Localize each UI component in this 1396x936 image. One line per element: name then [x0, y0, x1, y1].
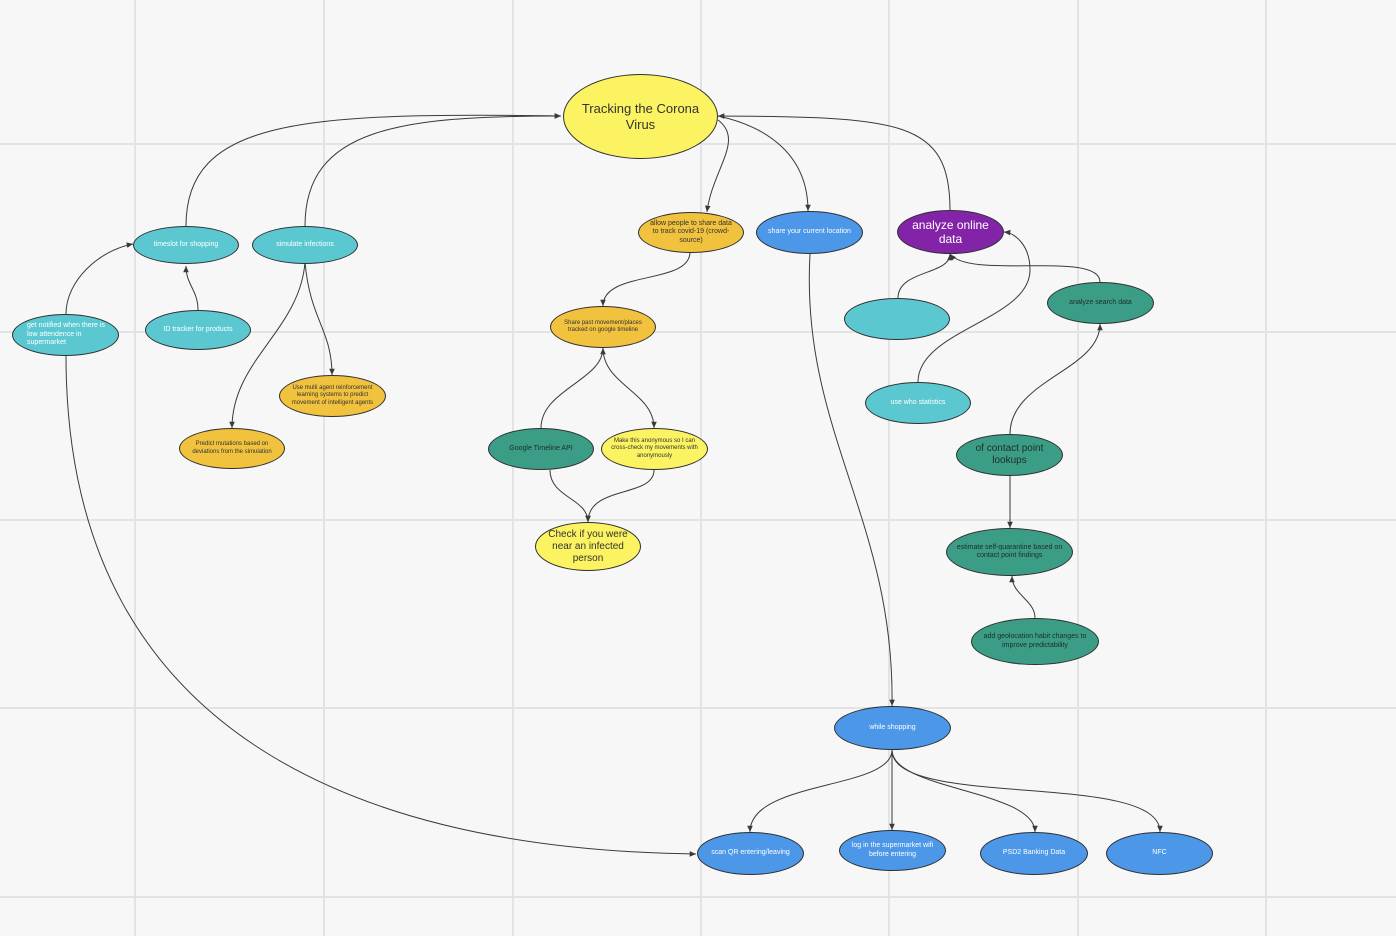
node-predict-mutations[interactable]: Predict mutations based on deviations fr… [179, 428, 285, 469]
edge-share-location-while [808, 253, 895, 707]
node-analyze-search-data[interactable]: analyze search data [1047, 282, 1154, 324]
edge-anonymous-check [585, 469, 655, 523]
node-empty[interactable] [844, 298, 950, 340]
node-id-tracker[interactable]: ID tracker for products [145, 310, 251, 350]
edge-notified-timeslot [65, 242, 134, 315]
edge-idtracker-timeslot [183, 265, 199, 311]
node-make-anonymous[interactable]: Make this anonymous so I can cross-check… [601, 428, 708, 470]
node-add-geolocation[interactable]: add geolocation habit changes to improve… [971, 618, 1099, 665]
node-multi-agent-learning[interactable]: Use multi agent reinforcement learning s… [279, 375, 386, 417]
node-analyze-online-data[interactable]: analyze online data [897, 210, 1004, 254]
node-contact-point-lookups[interactable]: of contact point lookups [956, 434, 1063, 476]
edge-root-allow-share [704, 119, 729, 213]
edge-search-analyze [949, 253, 1101, 283]
node-simulate-infections[interactable]: simulate infections [252, 226, 358, 264]
edge-while-scan [747, 749, 893, 833]
node-while-shopping[interactable]: while shopping [834, 706, 951, 750]
node-estimate-self-quarantine[interactable]: estimate self-quarantine based on contac… [946, 528, 1073, 576]
node-timeslot-for-shopping[interactable]: timeslot for shopping [133, 226, 239, 264]
edge-empty-analyze [897, 253, 953, 299]
node-share-past-movement[interactable]: Share past movement/places tracked on go… [550, 306, 656, 348]
node-get-notified[interactable]: get notified when there is low attendenc… [12, 314, 119, 356]
edge-timeslot-root [185, 113, 562, 227]
edge-who-analyze [917, 229, 1031, 383]
node-scan-qr[interactable]: scan QR entering/leaving [697, 832, 804, 875]
edge-contact-search [1009, 323, 1103, 435]
node-google-timeline-api[interactable]: Google Timeline API [488, 428, 594, 470]
edge-analyze-online-root [717, 113, 951, 211]
edge-simulate-predict [229, 261, 306, 429]
node-allow-share-data[interactable]: allow people to share data to track covi… [638, 212, 744, 253]
node-share-current-location[interactable]: share your current location [756, 211, 863, 254]
edge-root-share-location [717, 115, 811, 212]
node-login-wifi[interactable]: log in the supermarket wifi before enter… [839, 830, 946, 871]
edge-google-share-past [540, 347, 606, 429]
edge-simulate-multiagent [304, 261, 335, 376]
edge-allow-share-past [600, 251, 691, 307]
node-psd2-banking[interactable]: PSD2 Banking Data [980, 832, 1088, 875]
edge-while-nfc [891, 749, 1163, 833]
node-nfc[interactable]: NFC [1106, 832, 1213, 875]
edge-while-psd2 [891, 749, 1038, 833]
node-use-who-statistics[interactable]: use who statistics [865, 382, 971, 424]
edge-simulate-root [304, 113, 562, 227]
edge-share-past-anonymous [602, 347, 657, 429]
edge-google-check [549, 469, 591, 523]
connectors [65, 113, 1163, 857]
node-tracking-corona-virus[interactable]: Tracking the Corona Virus [563, 74, 718, 159]
edge-notified-scan [65, 355, 697, 857]
edge-geolocation-estimate [1009, 575, 1036, 619]
node-check-near-infected[interactable]: Check if you were near an infected perso… [535, 522, 641, 571]
